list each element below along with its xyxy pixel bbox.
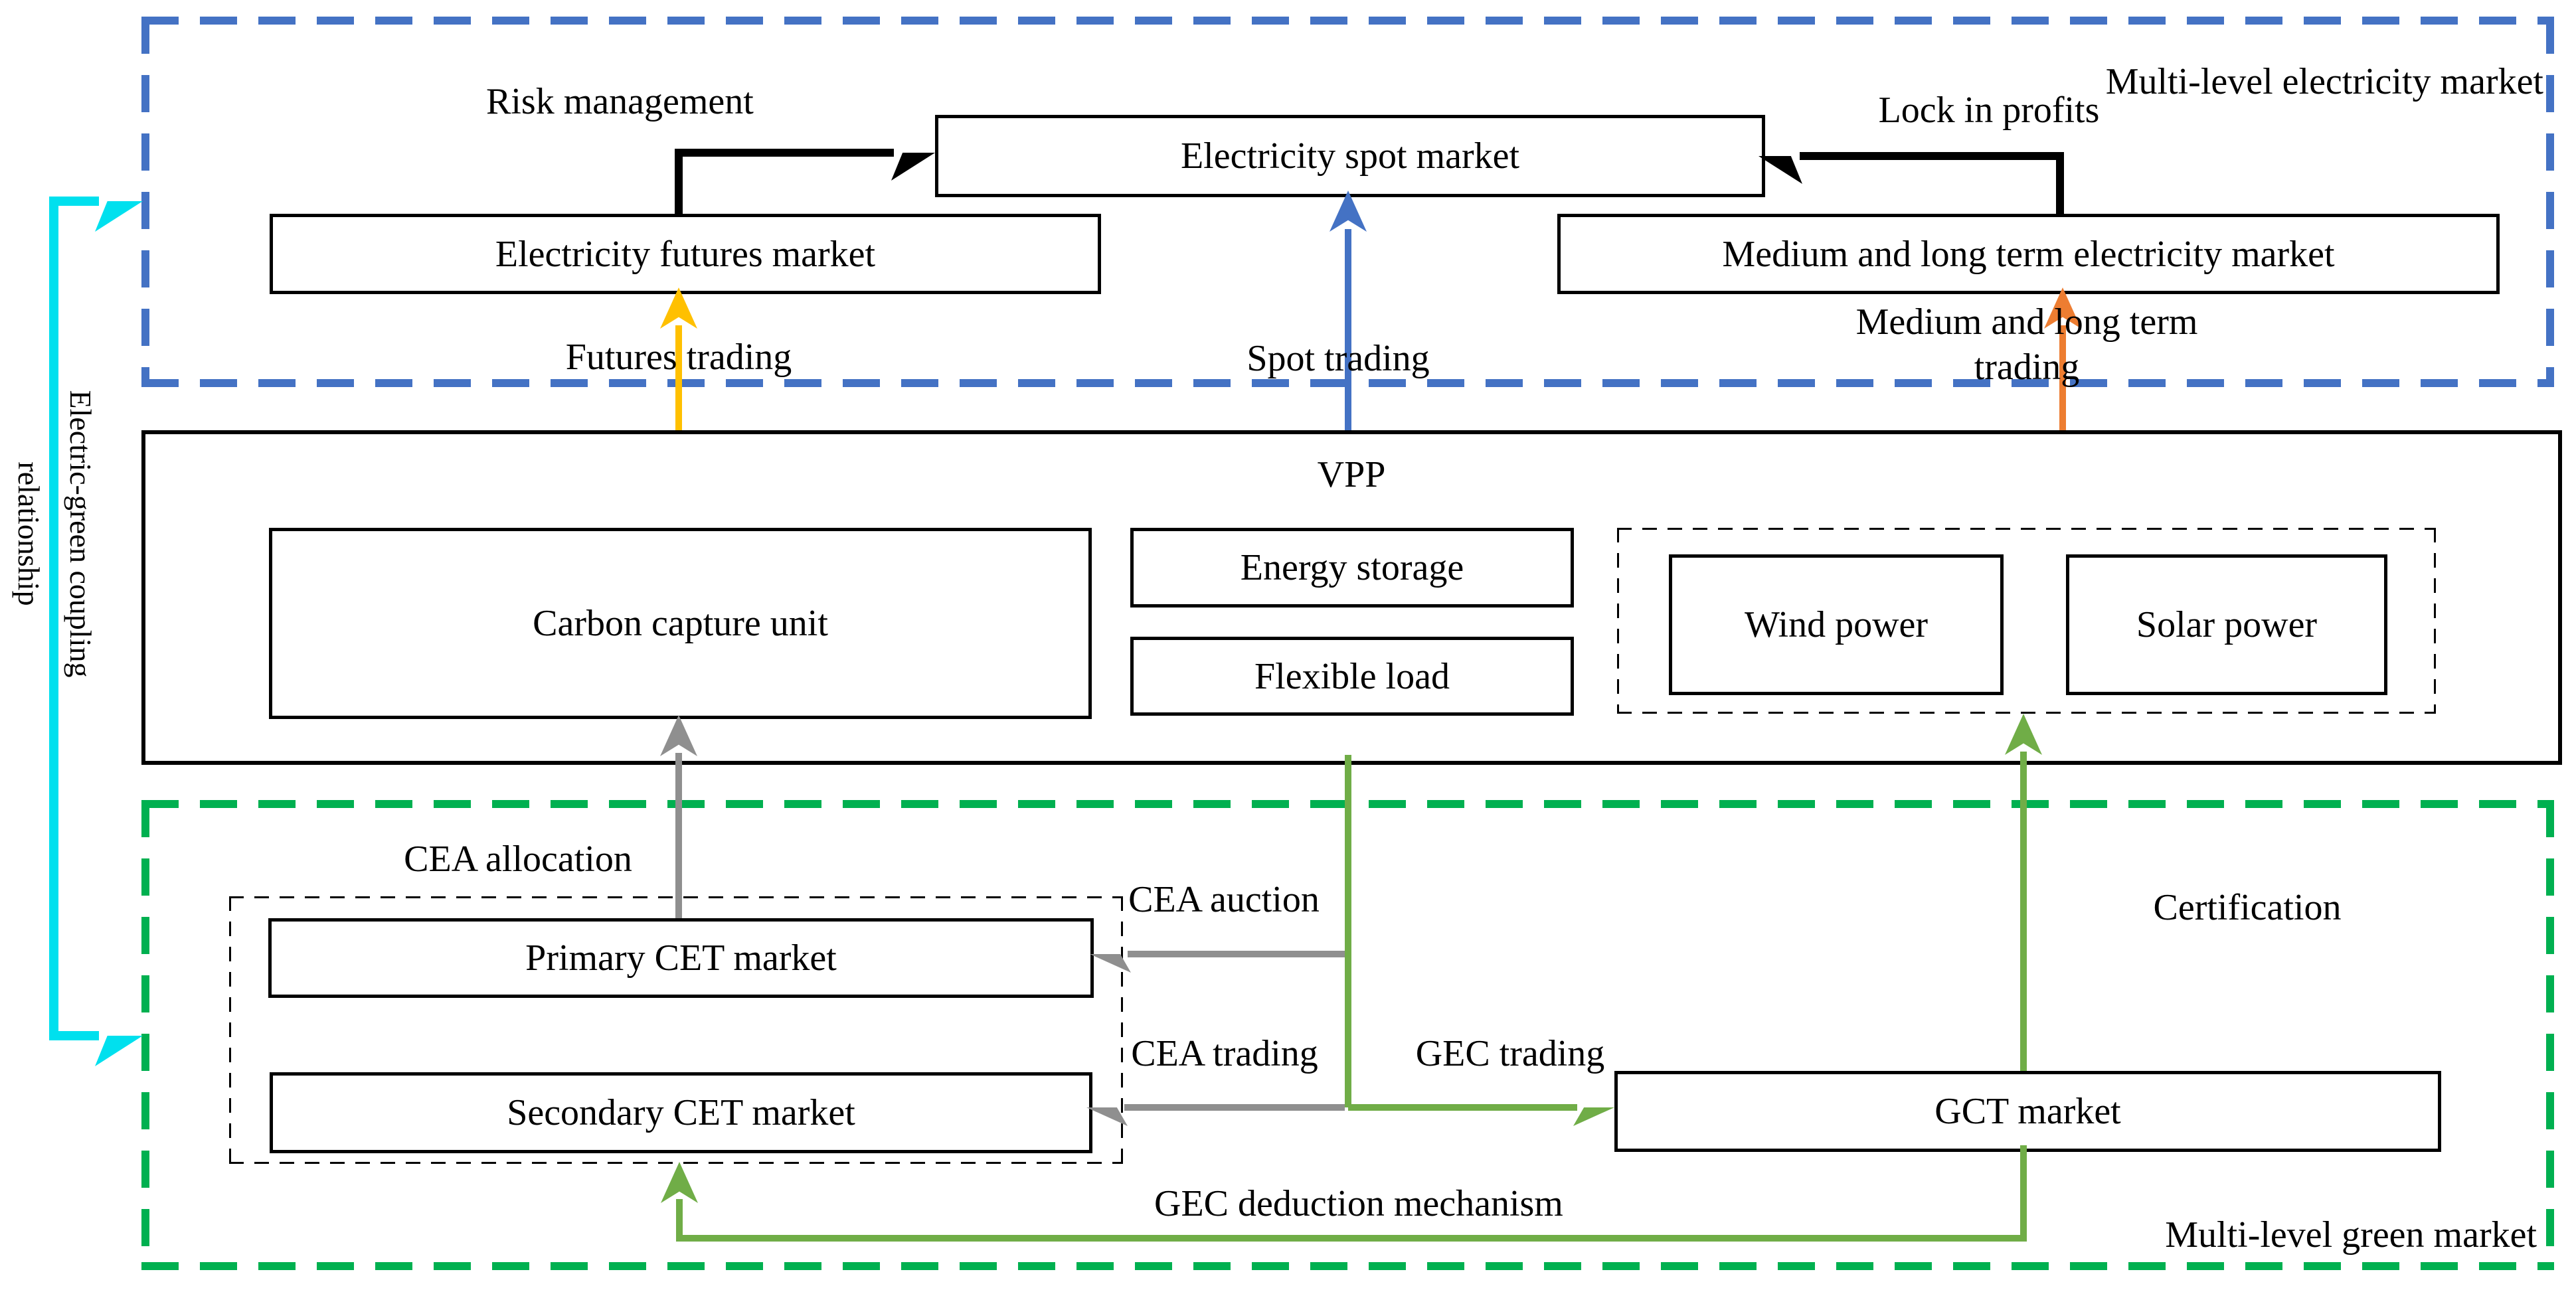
risk-management-label: Risk management	[486, 81, 754, 122]
certification-label: Certification	[2153, 887, 2342, 928]
cea-auction-arrow-line	[1128, 951, 1345, 957]
gct-market-label: GCT market	[1934, 1091, 2121, 1132]
primary-cet-market-box: Primary CET market	[268, 918, 1094, 998]
cea-auction-label: CEA auction	[1128, 879, 1320, 920]
lock-in-profits-arrow-horizontal	[1800, 152, 2064, 160]
risk-management-arrow-vertical	[675, 149, 683, 214]
coupling-relationship-label: Electric-green coupling relationship	[3, 208, 106, 859]
cea-allocation-label: CEA allocation	[404, 839, 632, 880]
lock-in-profits-label: Lock in profits	[1878, 90, 2100, 131]
wind-power-label: Wind power	[1744, 604, 1929, 645]
energy-storage-box: Energy storage	[1130, 528, 1574, 607]
gct-market-box: GCT market	[1614, 1071, 2441, 1152]
futures-trading-label: Futures trading	[565, 337, 792, 378]
energy-storage-label: Energy storage	[1240, 547, 1464, 588]
gec-trading-arrow-line	[1348, 1104, 1577, 1111]
carbon-capture-unit-label: Carbon capture unit	[533, 603, 828, 644]
electricity-futures-market-box: Electricity futures market	[270, 214, 1101, 294]
coupling-bracket-top-line	[49, 197, 99, 206]
spot-trading-label: Spot trading	[1246, 338, 1430, 379]
coupling-relationship-label-line1: Electric-green coupling	[64, 390, 98, 678]
solar-power-label: Solar power	[2136, 604, 2318, 645]
secondary-cet-market-label: Secondary CET market	[507, 1092, 855, 1133]
gec-trading-label: GEC trading	[1415, 1033, 1605, 1074]
gec-deduction-arrow-vertical-right	[2020, 1145, 2027, 1242]
futures-trading-arrow-line	[675, 325, 682, 430]
secondary-cet-market-box: Secondary CET market	[270, 1072, 1092, 1153]
coupling-bracket-bottom-line	[49, 1031, 99, 1040]
coupling-bottom-arrowhead-icon	[95, 1005, 143, 1066]
medium-long-trading-label-line1: Medium and long term	[1855, 301, 2198, 343]
medium-long-trading-label-line2: trading	[1974, 347, 2080, 388]
risk-management-arrow-horizontal	[675, 149, 894, 157]
electricity-spot-market-label: Electricity spot market	[1180, 135, 1520, 177]
cea-allocation-arrow-line	[675, 753, 682, 918]
cea-trading-arrow-line	[1124, 1104, 1345, 1111]
vpp-green-trunk-line	[1345, 755, 1351, 1107]
medium-long-trading-arrow-line	[2059, 325, 2066, 430]
gec-deduction-arrow-vertical-left	[676, 1199, 683, 1238]
coupling-relationship-label-line2: relationship	[12, 461, 46, 606]
electricity-futures-market-label: Electricity futures market	[495, 233, 876, 275]
lock-in-profits-arrow-vertical	[2056, 152, 2064, 214]
medium-long-term-electricity-market-box: Medium and long term electricity market	[1557, 214, 2500, 294]
electricity-spot-market-box: Electricity spot market	[935, 115, 1765, 197]
flexible-load-label: Flexible load	[1254, 655, 1450, 697]
flexible-load-box: Flexible load	[1130, 637, 1574, 716]
electricity-market-title: Multi-level electricity market	[2105, 61, 2543, 102]
primary-cet-market-label: Primary CET market	[525, 937, 837, 979]
wind-power-box: Wind power	[1669, 554, 2004, 695]
spot-trading-arrow-line	[1345, 229, 1351, 430]
medium-long-trading-label: Medium and long term trading	[1834, 299, 2219, 390]
gec-deduction-label: GEC deduction mechanism	[1154, 1183, 1563, 1224]
certification-arrow-line	[2020, 752, 2027, 1071]
cea-trading-label: CEA trading	[1131, 1033, 1318, 1074]
carbon-capture-unit-box: Carbon capture unit	[269, 528, 1092, 719]
gec-deduction-arrow-horizontal	[676, 1235, 2027, 1242]
coupling-bracket-vertical-line	[49, 197, 58, 1040]
medium-long-term-electricity-market-label: Medium and long term electricity market	[1722, 233, 2335, 275]
solar-power-box: Solar power	[2066, 554, 2387, 695]
vpp-title: VPP	[1317, 454, 1386, 495]
green-market-title: Multi-level green market	[2165, 1214, 2537, 1255]
